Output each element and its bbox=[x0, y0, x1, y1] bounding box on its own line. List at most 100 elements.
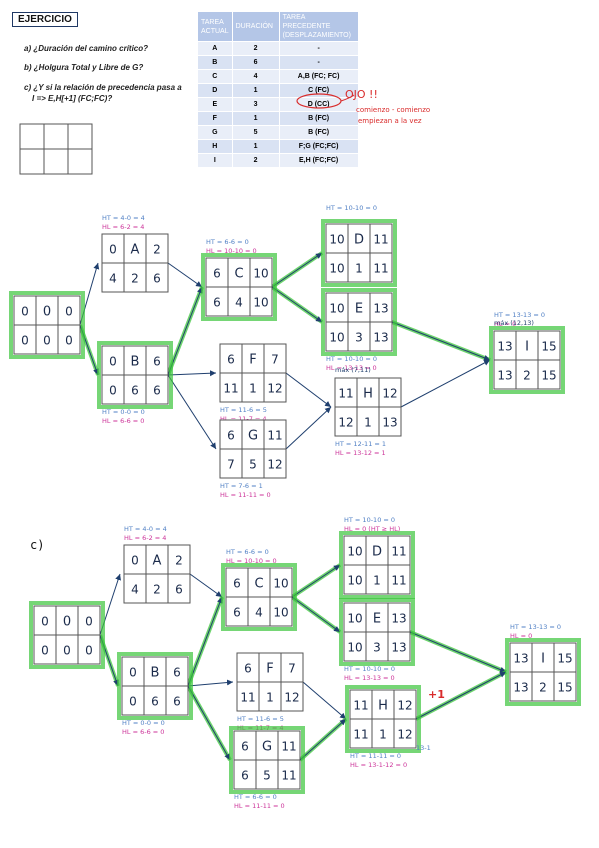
cell: I bbox=[198, 153, 233, 167]
exercise-title: EJERCICIO bbox=[12, 12, 78, 27]
precedence-arrow bbox=[167, 374, 217, 450]
question-b: b) ¿Holgura Total y Libre de G? bbox=[24, 63, 144, 72]
node-cell-value: 6 bbox=[153, 355, 161, 369]
total-slack-label: HT = 11-11 = 0 bbox=[350, 752, 401, 760]
cell: E bbox=[198, 97, 233, 112]
precedence-arrow bbox=[302, 681, 347, 720]
precedence-arrow bbox=[167, 262, 203, 288]
cell: A,B (FC; FC) bbox=[279, 69, 359, 84]
col-header-predecessor: TAREA PRECEDENTE (DESPLAZAMIENTO) bbox=[279, 12, 359, 42]
total-slack-label: HT = 12-11 = 1 bbox=[335, 440, 386, 448]
node-cell-value: 13 bbox=[373, 331, 388, 345]
node-cell-value: 10 bbox=[253, 296, 268, 310]
node-cell-value: 0 bbox=[131, 554, 139, 568]
free-slack-label: HL = 10-10 = 0 bbox=[206, 247, 257, 255]
node-cell-value: 11 bbox=[373, 233, 388, 247]
node-cell-value: 6 bbox=[151, 695, 159, 709]
node-cell-value: 0 bbox=[21, 305, 29, 319]
critical-node-highlight bbox=[339, 531, 415, 599]
node-cell-value: 0 bbox=[109, 243, 117, 257]
free-slack-label: HL = 13-13 = 0 bbox=[326, 364, 377, 372]
node-cell-value: 7 bbox=[227, 458, 235, 472]
node-cell-value: B bbox=[131, 355, 140, 370]
node-cell-value: 0 bbox=[21, 334, 29, 348]
precedence-arrow bbox=[285, 406, 332, 450]
precedence-arrow bbox=[187, 679, 234, 687]
precedence-arrow bbox=[400, 359, 491, 408]
total-slack-label: HT = 10-10 = 0 bbox=[326, 355, 377, 363]
node-cell-value: 2 bbox=[153, 583, 161, 597]
critical-node-highlight bbox=[229, 726, 305, 794]
node-cell-value: 0 bbox=[129, 666, 137, 680]
node-cell-value: A bbox=[153, 554, 162, 569]
free-slack-label: HL = 10-10 = 0 bbox=[226, 557, 277, 565]
cell: A bbox=[198, 41, 233, 56]
free-slack-label: HL = 11-7 = 4 bbox=[220, 415, 267, 423]
node-cell-value: 1 bbox=[373, 574, 381, 588]
cell: 6 bbox=[232, 55, 280, 70]
node-cell-value: 11 bbox=[391, 574, 406, 588]
node-cell-value: 15 bbox=[541, 340, 556, 354]
node-cell-value: 0 bbox=[63, 615, 71, 630]
node-cell-value: B bbox=[151, 666, 160, 681]
node-cell-value: 6 bbox=[233, 606, 241, 620]
node-cell-value: 10 bbox=[347, 612, 362, 626]
free-slack-label: HL = 11-11 = 0 bbox=[234, 802, 285, 810]
node-cell-value: 10 bbox=[347, 545, 362, 559]
cell: E,H (FC;FC) bbox=[279, 153, 359, 167]
annotation-line2: empiezan a la vez bbox=[358, 117, 422, 125]
node-cell-value: C bbox=[254, 577, 263, 592]
node-cell-value: 7 bbox=[271, 353, 279, 367]
node-cell-value: 10 bbox=[329, 233, 344, 247]
node-cell-value: 2 bbox=[131, 272, 139, 286]
node-cell-value: 13 bbox=[373, 302, 388, 316]
annotation-ojo: OJO !! bbox=[345, 88, 378, 101]
node-cell-value: 2 bbox=[175, 554, 183, 568]
node-cell-value: E bbox=[373, 612, 381, 627]
node-cell-value: 12 bbox=[284, 691, 299, 705]
node-cell-value: 6 bbox=[233, 577, 241, 591]
node-cell-value: 10 bbox=[273, 577, 288, 591]
col-header-task: TAREA ACTUAL bbox=[198, 12, 233, 42]
node-cell-value: 15 bbox=[557, 681, 572, 695]
node-note: máx (12,13) bbox=[494, 319, 534, 327]
node-cell-value: F bbox=[266, 662, 273, 677]
precedence-arrow bbox=[291, 564, 341, 598]
node-cell-value: 11 bbox=[353, 728, 368, 742]
free-slack-label: HL = 6-6 = 0 bbox=[102, 417, 144, 425]
node-cell-value: 0 bbox=[85, 644, 93, 658]
critical-node-highlight bbox=[221, 563, 297, 631]
node-cell-value: 0 bbox=[129, 695, 137, 709]
node-cell-value: D bbox=[354, 233, 364, 248]
total-slack-label: HT = 0-0 = 0 bbox=[102, 408, 145, 416]
node-cell-value: 4 bbox=[235, 296, 243, 310]
node-cell-value: 6 bbox=[241, 769, 249, 783]
node-cell-value: 12 bbox=[267, 458, 282, 472]
total-slack-label: HT = 13-13 = 0 bbox=[494, 311, 545, 319]
node-cell-value: 6 bbox=[153, 272, 161, 286]
node-cell-value: 0 bbox=[41, 615, 49, 629]
node-cell-value: 10 bbox=[273, 606, 288, 620]
cell: 1 bbox=[232, 111, 280, 126]
node-cell-value: 10 bbox=[329, 262, 344, 276]
precedence-arrow bbox=[391, 321, 491, 361]
node-cell-value: H bbox=[378, 699, 388, 714]
cell: 3 bbox=[232, 97, 280, 112]
cell: 5 bbox=[232, 125, 280, 140]
total-slack-label: HT = 6-6 = 0 bbox=[206, 238, 249, 246]
node-cell-value: 5 bbox=[249, 458, 257, 472]
node-cell-value: 15 bbox=[557, 652, 572, 666]
precedence-arrow bbox=[285, 372, 332, 408]
